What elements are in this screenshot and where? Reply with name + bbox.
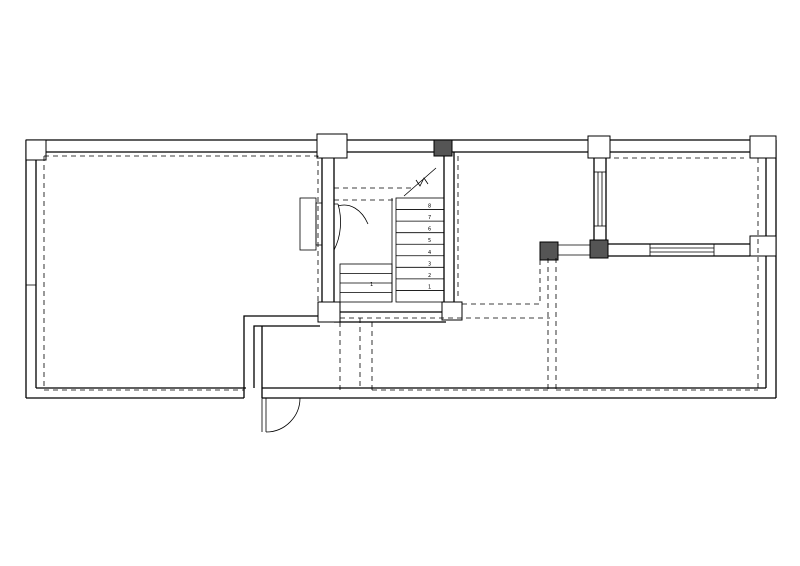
stair-step-mark: 2 (428, 273, 431, 279)
stair-south-wall (334, 311, 446, 323)
column-dark-junction (589, 239, 609, 259)
stair-lower-treads (340, 273, 392, 293)
outer-walls (25, 139, 777, 399)
doors (261, 197, 369, 433)
west-wall (25, 140, 37, 398)
stair-step-mark: 5 (428, 238, 431, 244)
door-swing-arc-upper (337, 204, 369, 225)
entry-notch-walls (243, 315, 320, 398)
east-wall (765, 140, 777, 398)
stair-lower-mark: 1 (370, 282, 373, 288)
wall-stub (558, 244, 590, 256)
stair-step-mark: 1 (428, 284, 431, 290)
door-swing-arc (333, 203, 341, 251)
door-leaf (333, 203, 338, 250)
window-south-frame (649, 243, 715, 257)
column-nw (25, 139, 47, 161)
column-ne (749, 135, 777, 159)
dash-column-drop (547, 258, 557, 390)
stair-step-mark: 7 (428, 215, 431, 221)
staircase: 8 7 6 5 4 3 2 1 1 (339, 167, 445, 303)
entry-door-arc (265, 397, 301, 433)
window-west-glass (597, 172, 603, 226)
south-wall-west (26, 387, 246, 399)
column-east-mid (749, 235, 777, 257)
column-stair-sw (317, 301, 341, 323)
right-room-south-wall (608, 243, 750, 257)
dash-left-room-bottom (43, 156, 244, 391)
stair-upper-flight (395, 197, 445, 303)
stair-west-wall (321, 152, 335, 302)
stair-step-mark: 3 (428, 261, 431, 267)
interior-walls (321, 152, 750, 323)
stair-upper-treads (396, 209, 444, 291)
dash-hall-top (462, 258, 541, 305)
door-west-slab (299, 197, 317, 251)
window-west-frame (593, 171, 607, 227)
north-wall (26, 139, 776, 153)
entry-notch (243, 315, 320, 398)
column-north-dark (433, 139, 453, 157)
columns (25, 133, 777, 323)
south-wall-east (262, 387, 776, 399)
column-stair-se (441, 301, 463, 321)
dash-entry-posts (339, 322, 373, 390)
column-dark-free (539, 241, 559, 261)
right-room-west-wall (593, 158, 607, 240)
windows (593, 171, 715, 257)
dash-left-room-top (44, 155, 319, 302)
stair-break-line (403, 167, 437, 197)
entry-door-leaf (261, 398, 267, 432)
window-south-glass (650, 247, 714, 253)
stair-east-wall (443, 152, 455, 302)
stair-step-mark: 8 (428, 204, 431, 210)
stair-step-mark: 4 (428, 250, 431, 256)
dashed-lines (43, 155, 759, 391)
stair-step-mark: 6 (428, 227, 431, 233)
column-north-right (587, 135, 611, 159)
column-north-mid (316, 133, 348, 159)
stair-break-mark (415, 177, 429, 187)
stair-step-marks: 8 7 6 5 4 3 2 1 (428, 204, 431, 291)
door-west-frame (315, 202, 323, 246)
